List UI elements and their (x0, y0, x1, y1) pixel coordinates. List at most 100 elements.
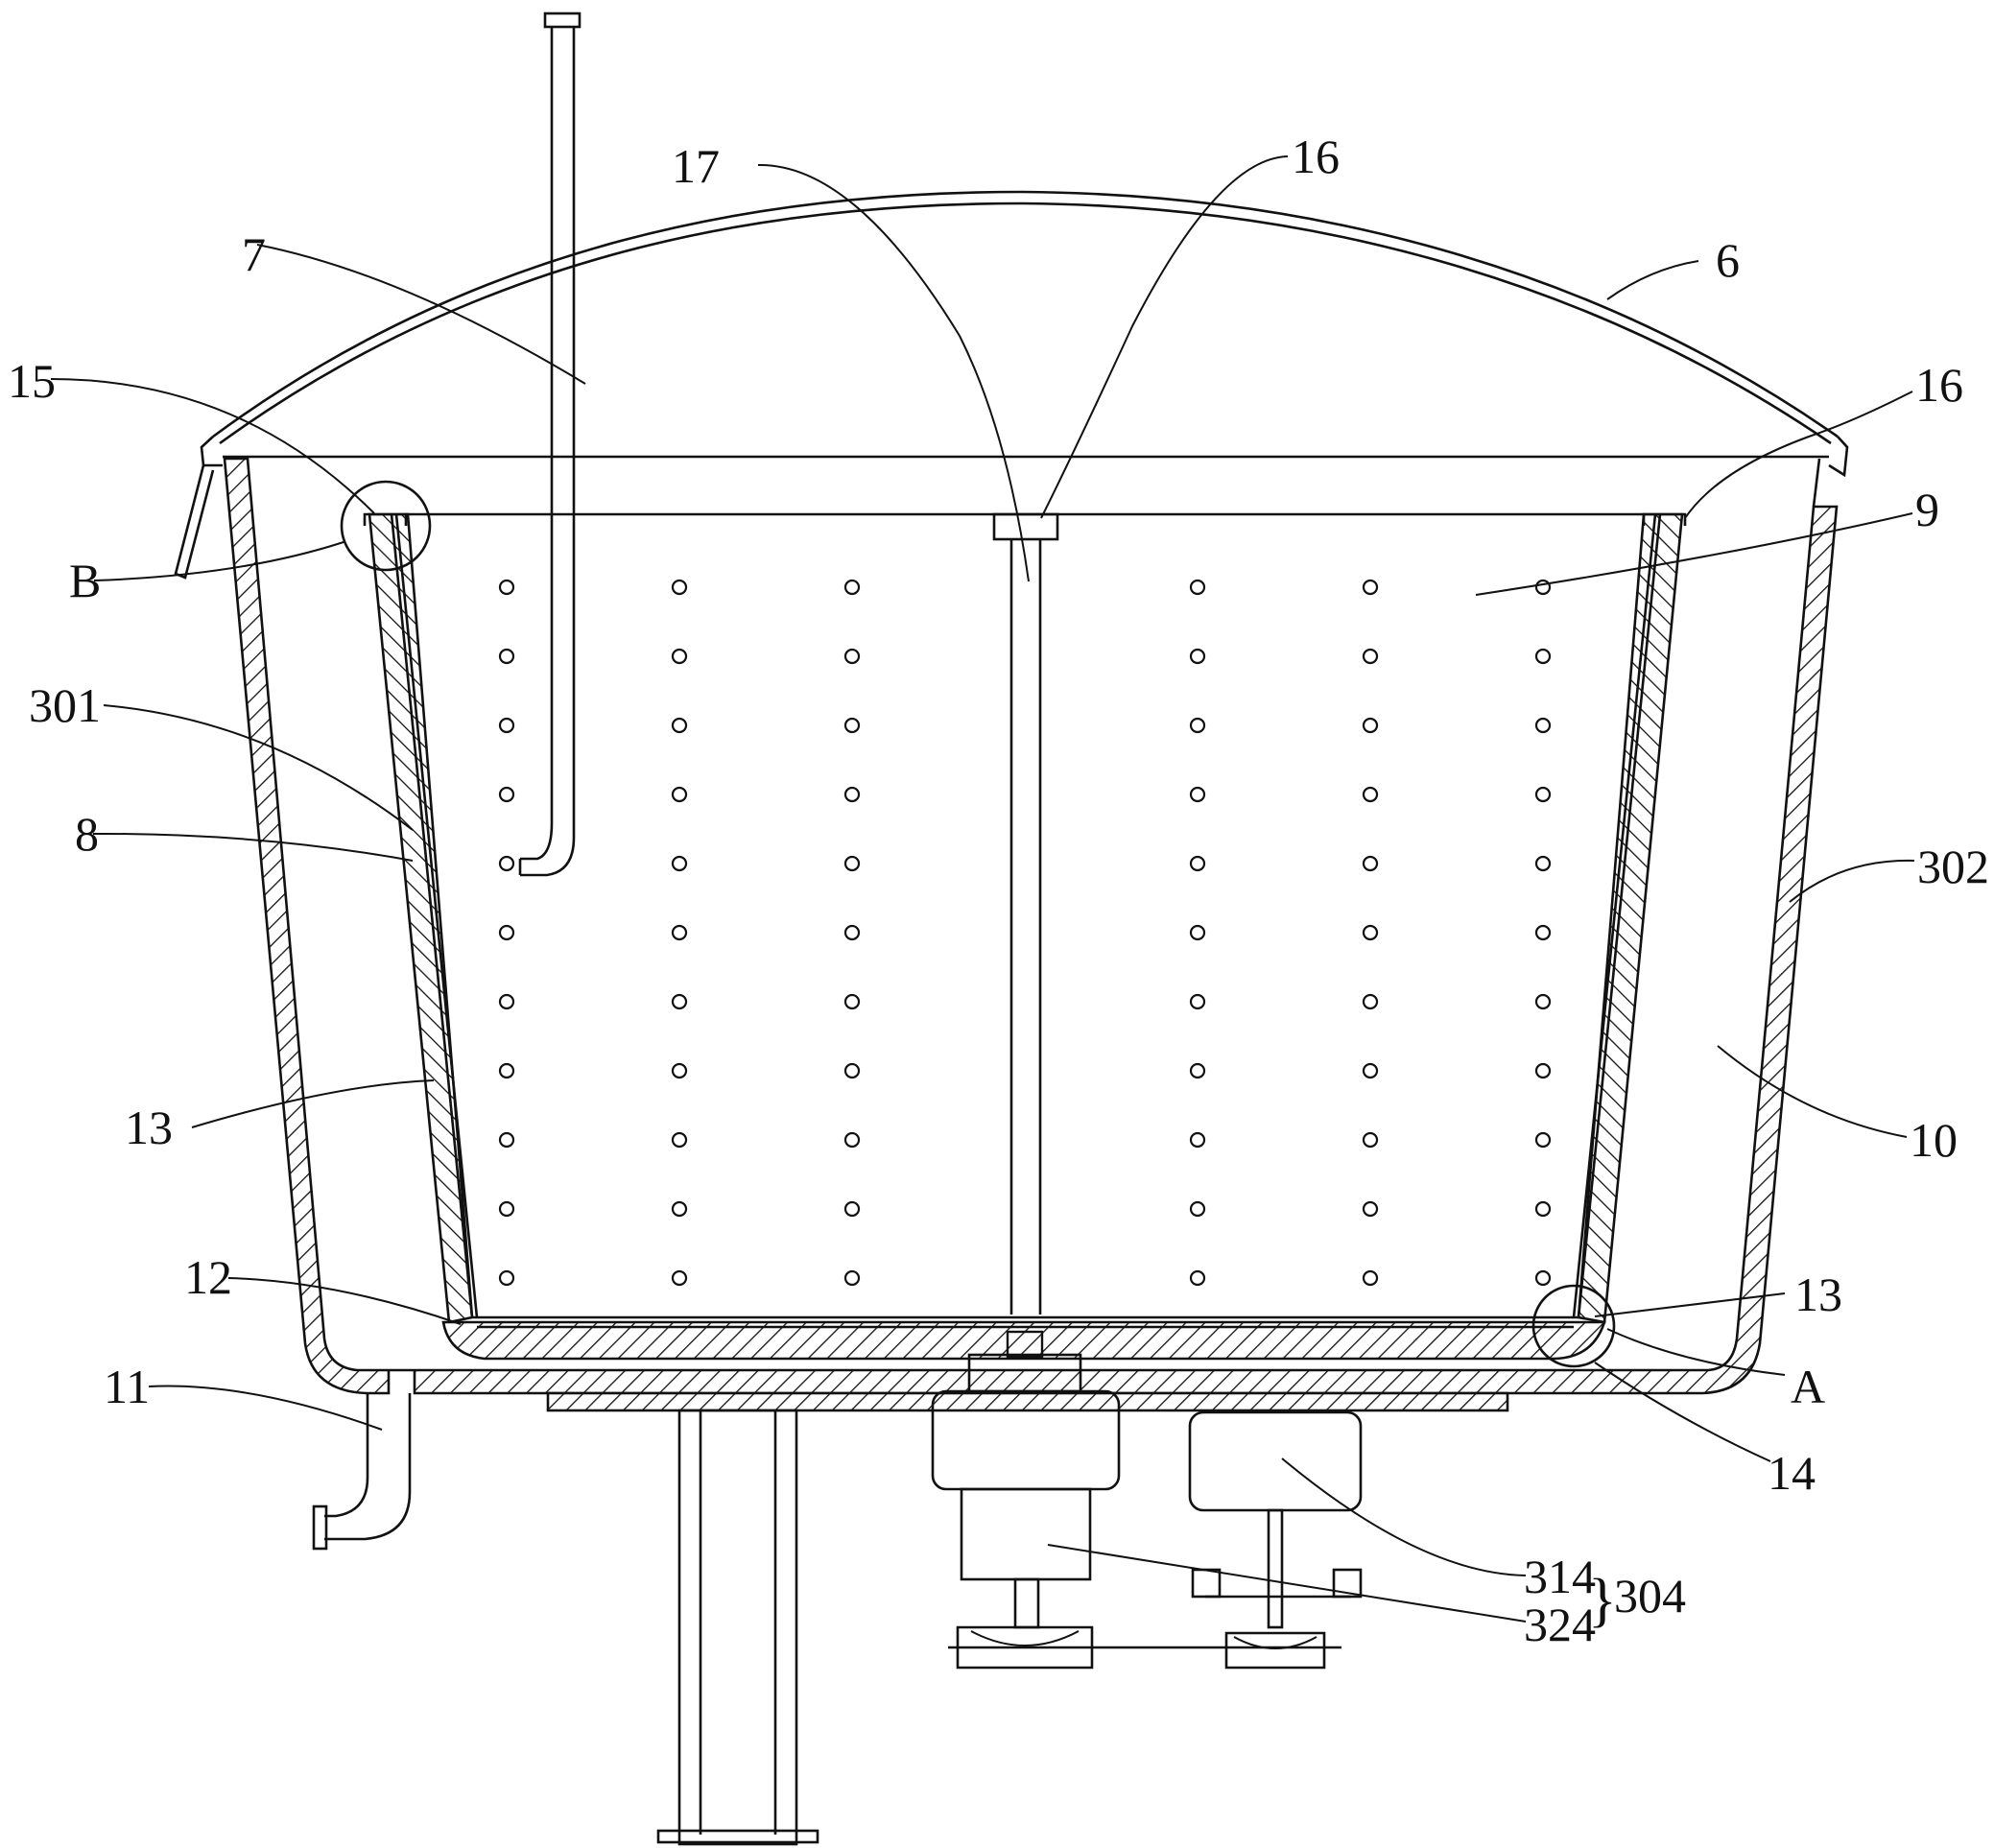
hole (498, 786, 515, 803)
hole (1534, 855, 1552, 872)
label-7: 7 (242, 227, 266, 281)
hole (1362, 855, 1379, 872)
label-16-right: 16 (1915, 358, 1963, 412)
hole (1534, 1200, 1552, 1218)
hole (843, 786, 861, 803)
label-13-left: 13 (125, 1101, 173, 1154)
hole (671, 1269, 688, 1287)
label-6: 6 (1716, 233, 1740, 287)
label-13-right: 13 (1794, 1268, 1842, 1321)
hole (843, 1131, 861, 1149)
hole (1189, 924, 1206, 941)
centre-shaft-17 (992, 512, 1059, 1315)
hole (1189, 579, 1206, 596)
hole (1534, 993, 1552, 1010)
label-301: 301 (29, 678, 101, 732)
hole (843, 855, 861, 872)
hole (1362, 717, 1379, 734)
hole (843, 924, 861, 941)
hole (843, 1062, 861, 1079)
label-314: 314 (1524, 1550, 1596, 1603)
hole (1534, 648, 1552, 665)
hole (843, 579, 861, 596)
hole (498, 1200, 515, 1218)
label-14: 14 (1768, 1446, 1816, 1500)
reference-labels: 6 7 17 16 16 15 9 B 301 8 302 13 10 12 1… (8, 130, 1989, 1651)
hole (671, 1200, 688, 1218)
hole (1362, 579, 1379, 596)
hole (1189, 1062, 1206, 1079)
hole (671, 924, 688, 941)
label-17: 17 (672, 139, 720, 193)
label-302: 302 (1917, 840, 1989, 893)
label-10: 10 (1910, 1113, 1958, 1167)
hole (1362, 1062, 1379, 1079)
hole (843, 717, 861, 734)
drain-pipe-11 (312, 1393, 412, 1551)
hole (1362, 1269, 1379, 1287)
hole (1534, 1062, 1552, 1079)
hole (1362, 786, 1379, 803)
hole (1189, 717, 1206, 734)
leader-lines (50, 155, 1915, 1623)
hole (498, 993, 515, 1010)
hole (671, 855, 688, 872)
hole (498, 924, 515, 941)
hole (1362, 1200, 1379, 1218)
hole (1362, 924, 1379, 941)
hole (1189, 855, 1206, 872)
label-9: 9 (1915, 483, 1939, 536)
label-15: 15 (8, 354, 56, 408)
hole (1534, 1131, 1552, 1149)
hole (671, 993, 688, 1010)
hole (671, 648, 688, 665)
hole (843, 648, 861, 665)
hole (1189, 786, 1206, 803)
hole (1189, 993, 1206, 1010)
hole (671, 717, 688, 734)
hole (498, 717, 515, 734)
base-frame (546, 1391, 1509, 1846)
hole (671, 1062, 688, 1079)
hole (1534, 924, 1552, 941)
hole (1189, 1131, 1206, 1149)
hole (498, 1269, 515, 1287)
hole (1534, 717, 1552, 734)
hole (843, 1269, 861, 1287)
hole (498, 1131, 515, 1149)
inlet-pipe-7 (518, 12, 582, 877)
basket-holes (498, 579, 1552, 1287)
hole (1534, 786, 1552, 803)
hole (843, 1200, 861, 1218)
label-12: 12 (184, 1250, 232, 1304)
label-324: 324 (1524, 1598, 1596, 1651)
inner-basket-8 (363, 512, 1687, 1361)
lid-6 (174, 190, 1849, 580)
hole (498, 1062, 515, 1079)
hole (1534, 1269, 1552, 1287)
hole (1362, 1131, 1379, 1149)
detail-circle-a (1531, 1284, 1616, 1368)
hole (498, 855, 515, 872)
outer-tub-302 (223, 457, 1839, 1395)
hole (671, 786, 688, 803)
hole (671, 579, 688, 596)
label-b: B (69, 554, 101, 607)
hole (1189, 1200, 1206, 1218)
hole (1189, 1269, 1206, 1287)
hole (498, 579, 515, 596)
label-a: A (1791, 1360, 1825, 1413)
hole (1362, 648, 1379, 665)
detail-circle-b (340, 480, 432, 572)
brace-304: } (1588, 1568, 1617, 1633)
label-16-top: 16 (1292, 130, 1340, 183)
hole (1189, 648, 1206, 665)
hole (1362, 993, 1379, 1010)
label-8: 8 (75, 807, 99, 861)
hole (671, 1131, 688, 1149)
label-11: 11 (104, 1360, 150, 1413)
hole (843, 993, 861, 1010)
drive-assembly-304 (931, 1330, 1363, 1670)
